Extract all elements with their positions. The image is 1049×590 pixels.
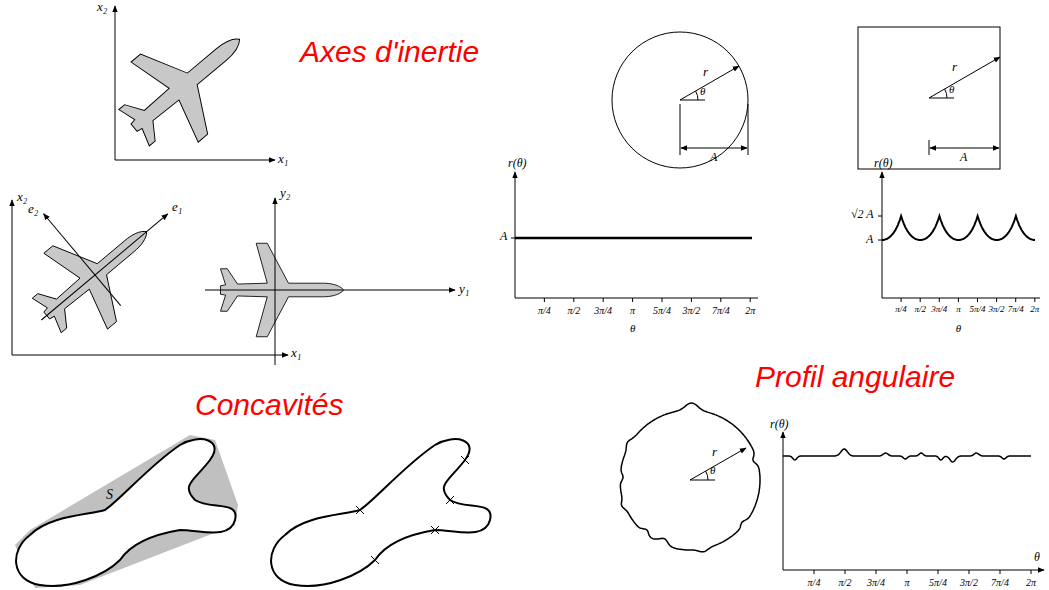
axis-label: x₂ [17,190,27,204]
tick-label: π/2 [567,305,580,316]
tick-label: π/2 [914,305,926,315]
tick-label: θ [630,322,635,334]
tick-label: π/2 [839,577,852,588]
tick-label: 5π/4 [929,577,947,588]
axis-label: e₂ [28,202,38,216]
axis-label: A [866,233,873,246]
tick-label: π/4 [895,305,907,315]
tick-label: 3π/4 [867,577,885,588]
axis-label: x₁ [278,152,288,166]
axis-label: e₁ [172,200,182,214]
section-title: Profil angulaire [755,360,955,393]
axis-label: y₂ [280,186,290,200]
tick-label: θ [956,322,961,334]
axis-label: y₁ [459,282,469,296]
axis-label: S [106,487,113,502]
axis-label: x₂ [97,0,107,14]
tick-label: 3π/4 [594,305,612,316]
tick-label: 3π/4 [931,305,947,315]
tick-label: π [630,305,635,316]
tick-label: 2π [745,305,755,316]
tick-label: 2π [1030,305,1039,315]
axis-label: θ [1034,551,1040,564]
tick-label: π/4 [808,577,821,588]
tick-label: 3π/2 [989,305,1005,315]
tick-label: 7π/4 [1008,305,1024,315]
axis-label: A [710,151,717,164]
tick-label: 3π/2 [683,305,701,316]
axis-label: x₁ [291,346,301,360]
axis-label: θ [700,85,705,97]
axis-label: r(θ) [874,157,893,170]
section-title: Concavités [195,388,343,421]
tick-label: 7π/4 [991,577,1009,588]
axis-label: r(θ) [508,157,527,170]
axis-label: A [960,151,967,164]
axis-label: r(θ) [770,418,789,431]
axis-label: r [712,445,717,459]
tick-label: π/4 [538,305,551,316]
axis-label: θ [949,83,954,95]
axis-label: r [952,60,957,74]
tick-label: 5π/4 [653,305,671,316]
tick-label: π [956,305,961,315]
axis-label: θ [710,464,715,476]
tick-label: 5π/4 [969,305,985,315]
axis-label: A [500,230,507,243]
section-title: Axes d'inertie [300,35,479,68]
tick-label: π [904,577,909,588]
tick-label: 3π/2 [960,577,978,588]
tick-label: 7π/4 [712,305,730,316]
tick-label: 2π [1026,577,1036,588]
axis-label: √2 A [851,208,874,221]
axis-label: r [703,65,708,79]
